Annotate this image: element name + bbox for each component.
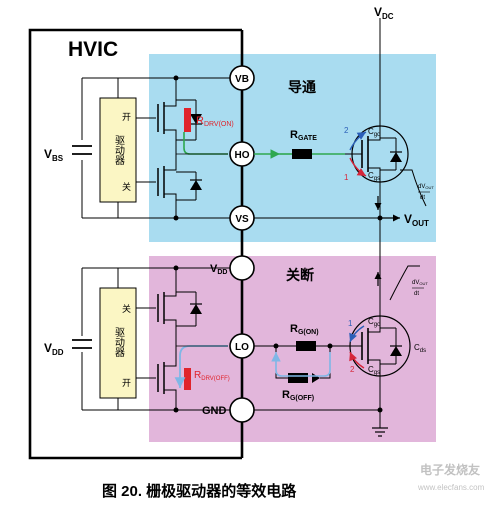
- bottom-switch-on-label: 开: [122, 378, 131, 388]
- pin-vb-label: VB: [235, 74, 249, 85]
- hvic-label: HVIC: [68, 38, 118, 61]
- rgoff-current-path: [271, 352, 331, 377]
- top-cgd-label: Cgd: [368, 127, 380, 138]
- bottom-arrow-blue: [349, 325, 365, 343]
- watermark: 电子发烧友 www.elecfans.com: [417, 462, 485, 492]
- svg-text:电子发烧友: 电子发烧友: [420, 462, 480, 477]
- top-switch-on-label: 开: [122, 112, 131, 122]
- top-arrow-num-2: 2: [344, 126, 349, 135]
- pin-vdd-label: VDD: [210, 263, 227, 276]
- rgoff-label: RG(OFF): [282, 389, 314, 402]
- pin-gnd: [229, 397, 255, 423]
- bottom-driver-box: [99, 287, 137, 399]
- top-region: [149, 54, 436, 242]
- bottom-mode-label: 关断: [286, 267, 314, 283]
- bottom-dvdt-num: dVOUT: [412, 280, 428, 286]
- top-driver-box: [99, 97, 137, 203]
- vbs-label: VBS: [44, 147, 64, 163]
- bottom-driver-label: 驱动器: [113, 327, 125, 358]
- vdd-supply-label: VDD: [44, 341, 64, 357]
- pin-lo-label: LO: [235, 342, 249, 353]
- top-dvdt-curve: [400, 169, 427, 207]
- bottom-arrow-num-1: 1: [348, 319, 353, 328]
- top-cgs-label: Cgs: [368, 171, 380, 182]
- bottom-region: [149, 256, 436, 442]
- vout-label: VOUT: [404, 212, 429, 228]
- rdrv-off-label: RDRV(OFF): [194, 370, 230, 382]
- pin-vb: [229, 65, 255, 91]
- bottom-dvdt-curve: [389, 265, 420, 301]
- rgon-resistor: [296, 341, 316, 351]
- rgate-label: RGATE: [290, 129, 317, 142]
- top-arrow-num-1: 1: [344, 173, 349, 182]
- top-switch-off-label: 关: [122, 181, 131, 192]
- bottom-dvdt-den: dt: [414, 291, 419, 297]
- top-mode-label: 导通: [288, 79, 316, 95]
- bottom-cgd-label: Cgd: [368, 317, 380, 328]
- rgoff-resistor: [288, 373, 308, 383]
- rgon-label: RG(ON): [290, 323, 319, 336]
- top-dvdt-num: dVOUT: [418, 184, 434, 190]
- hvic-outline: [28, 28, 242, 460]
- top-driver-label: 驱动器: [113, 135, 125, 166]
- bottom-arrow-num-2: 2: [350, 365, 355, 374]
- pin-ho-label: HO: [235, 150, 250, 161]
- pin-gnd-label: GND: [202, 405, 227, 417]
- bottom-arrow-red: [349, 351, 365, 369]
- bottom-cds-label: Cds: [414, 343, 426, 354]
- caption: 图 20. 栅极驱动器的等效电路: [102, 482, 297, 500]
- svg-text:www.elecfans.com: www.elecfans.com: [417, 483, 485, 492]
- pin-vdd: [229, 255, 255, 281]
- vdc-label: VDC: [374, 5, 394, 21]
- top-dvdt-den: dt: [420, 195, 425, 201]
- top-arrow-blue: [349, 131, 367, 151]
- rdrv-on-resistor: [184, 108, 191, 132]
- rdrv-on-label: RDRV(ON): [196, 115, 234, 128]
- bottom-cgs-label: Cgs: [368, 365, 380, 376]
- top-arrow-red: [349, 157, 367, 177]
- rgate-resistor: [292, 149, 312, 159]
- bottom-switch-off-label: 关: [122, 303, 131, 314]
- rdrv-off-resistor: [184, 368, 191, 390]
- pin-vs-label: VS: [235, 214, 249, 225]
